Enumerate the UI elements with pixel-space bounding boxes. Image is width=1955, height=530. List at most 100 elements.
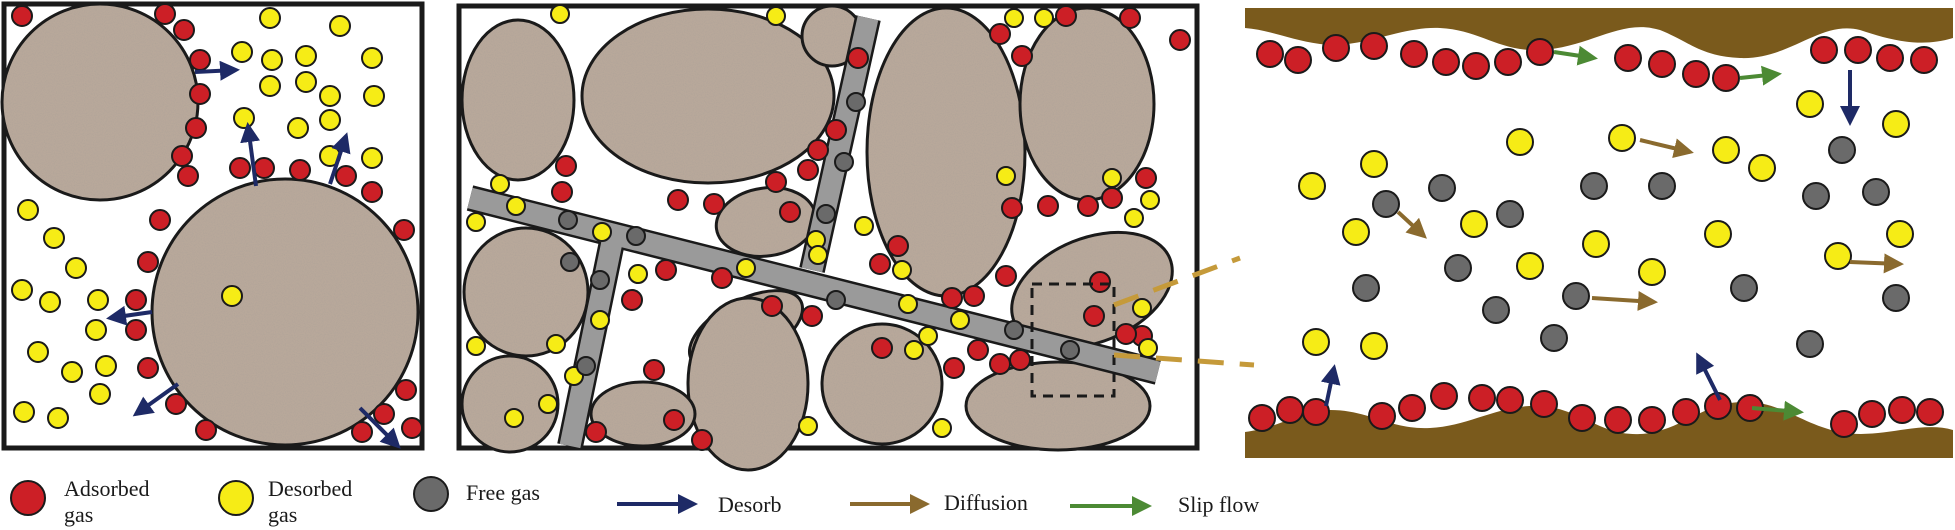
panel1-molecules <box>11 3 423 443</box>
rock-grain <box>964 360 1152 452</box>
adsorbed-molecule <box>1037 195 1059 217</box>
adsorbed-molecule <box>1468 384 1496 412</box>
rock-grain <box>0 2 200 202</box>
free-swatch <box>413 476 449 512</box>
legend-free: Free gas <box>413 476 540 512</box>
desorbed-molecule <box>65 257 87 279</box>
adsorbed-molecule <box>1322 34 1350 62</box>
adsorbed-molecule <box>1494 48 1522 76</box>
desorbed-molecule <box>490 174 510 194</box>
desorbed-molecule <box>546 334 566 354</box>
free-molecule <box>834 152 854 172</box>
adsorbed-molecule <box>253 157 275 179</box>
legend-diffusion: Diffusion <box>850 490 1028 515</box>
desorbed-molecule <box>363 85 385 107</box>
adsorbed-molecule <box>1119 7 1141 29</box>
adsorbed-molecule <box>967 339 989 361</box>
free-molecule <box>1648 172 1676 200</box>
free-molecule <box>1828 136 1856 164</box>
fracture <box>467 187 1161 383</box>
free-molecule <box>1580 172 1608 200</box>
slip-flow-arrow <box>1739 65 1782 86</box>
adsorbed-molecule <box>963 285 985 307</box>
adsorbed-molecule <box>847 47 869 69</box>
legend-diffusion-label: Diffusion <box>944 490 1028 515</box>
diffusion-arrow <box>1591 290 1658 311</box>
adsorbed-molecule <box>125 319 147 341</box>
adsorbed-molecule <box>1712 64 1740 92</box>
rock-grain <box>580 7 836 185</box>
desorbed-molecule <box>798 416 818 436</box>
adsorbed-molecule <box>1360 32 1388 60</box>
adsorbed-molecule <box>801 305 823 327</box>
adsorbed-molecule <box>1302 398 1330 426</box>
desorbed-molecule <box>27 341 49 363</box>
panel1-arrows <box>106 60 401 449</box>
adsorbed-molecule <box>1682 60 1710 88</box>
desorbed-molecule <box>1882 110 1910 138</box>
zoom-connector <box>1113 255 1255 368</box>
desorbed-molecule <box>1360 332 1388 360</box>
legend-adsorbed: Adsorbed gas <box>10 476 150 527</box>
adsorbed-molecule <box>1011 45 1033 67</box>
desorbed-molecule <box>295 71 317 93</box>
desorbed-molecule <box>233 107 255 129</box>
adsorbed-molecule <box>585 421 607 443</box>
desorbed-molecule <box>319 109 341 131</box>
free-molecule <box>1444 254 1472 282</box>
desorbed-molecule <box>550 4 570 24</box>
zoom-box <box>1030 282 1116 398</box>
free-molecule <box>560 252 580 272</box>
adsorbed-molecule <box>1844 36 1872 64</box>
adsorbed-molecule <box>173 19 195 41</box>
adsorbed-molecule <box>137 251 159 273</box>
legend-adsorbed-line2: gas <box>64 502 93 527</box>
rock-grain <box>460 18 576 182</box>
adsorbed-molecule <box>761 295 783 317</box>
desorbed-molecule <box>87 289 109 311</box>
adsorbed-molecule <box>871 337 893 359</box>
legend-desorbed-line1: Desorbed <box>268 476 352 501</box>
adsorbed-molecule <box>887 235 909 257</box>
adsorbed-molecule <box>125 289 147 311</box>
adsorbed-molecule <box>825 119 847 141</box>
desorbed-molecule <box>1460 210 1488 238</box>
desorbed-molecule <box>590 310 610 330</box>
desorbed-molecule <box>1302 328 1330 356</box>
zoom-line-top <box>1113 255 1241 308</box>
adsorbed-molecule <box>711 267 733 289</box>
adsorbed-molecule <box>185 117 207 139</box>
desorbed-molecule <box>11 279 33 301</box>
adsorbed-molecule <box>943 357 965 379</box>
panel2-rock-grains <box>460 4 1174 472</box>
diffusion-arrow <box>1849 253 1904 274</box>
rock-grain <box>462 226 590 358</box>
desorbed-molecule <box>13 401 35 423</box>
desorbed-molecule <box>504 408 524 428</box>
legend-desorb-label: Desorb <box>718 492 782 517</box>
rock-grain <box>686 296 810 472</box>
adsorbed-molecule <box>335 165 357 187</box>
desorb-arrow <box>358 406 401 449</box>
adsorbed-molecule <box>361 181 383 203</box>
adsorbed-molecule <box>1135 167 1157 189</box>
desorbed-molecule <box>85 319 107 341</box>
desorb-arrow <box>328 132 351 185</box>
adsorbed-molecule <box>941 287 963 309</box>
adsorbed-molecule <box>1077 195 1099 217</box>
desorbed-molecule <box>918 326 938 346</box>
desorbed-molecule <box>361 147 383 169</box>
adsorbed-molecule <box>1604 406 1632 434</box>
adsorbed-molecule <box>195 419 217 441</box>
desorbed-molecule <box>538 394 558 414</box>
adsorbed-molecule <box>1089 271 1111 293</box>
adsorbed-molecule <box>1101 187 1123 209</box>
adsorbed-molecule <box>691 429 713 451</box>
legend-desorbed: Desorbed gas <box>218 476 352 527</box>
free-molecule <box>1802 182 1830 210</box>
adsorbed-molecule <box>1055 5 1077 27</box>
adsorbed-molecule <box>177 165 199 187</box>
adsorbed-molecule <box>395 379 417 401</box>
desorbed-molecule <box>808 245 828 265</box>
adsorbed-molecule <box>1568 404 1596 432</box>
